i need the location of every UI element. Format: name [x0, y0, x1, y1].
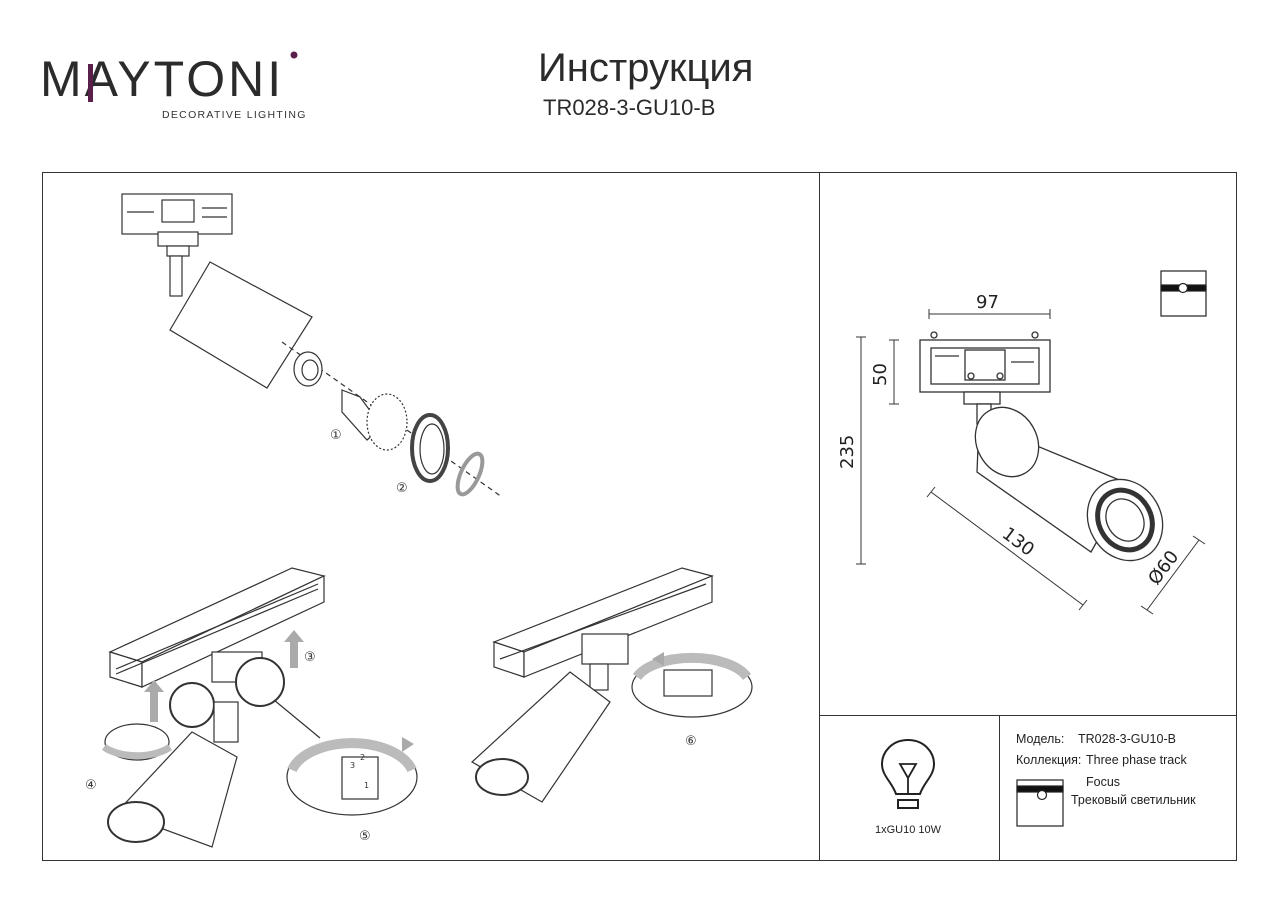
exploded-spotlight-drawing [121, 193, 503, 498]
dimension-lines [856, 309, 1206, 615]
collection-label: Коллекция: [1016, 753, 1082, 767]
track-mount-icon [1160, 270, 1207, 317]
model-value: TR028-3-GU10-B [1078, 732, 1176, 746]
collection-value: Three phase track [1086, 753, 1187, 767]
ring-mark-1: 1 [364, 781, 369, 790]
step-label-6: ⑥ [685, 734, 697, 749]
info-divider-vertical [999, 715, 1000, 861]
step-label-5: ⑤ [359, 829, 371, 844]
track-mounting-drawing-right [470, 567, 753, 803]
step-label-2: ② [396, 481, 408, 496]
spotlight-dimension-drawing [919, 331, 1164, 562]
track-mounting-drawing-left [101, 567, 418, 848]
page-title: Инструкция [538, 46, 754, 90]
step-label-3: ③ [304, 650, 316, 665]
series-name: Focus [1086, 775, 1121, 789]
product-type: Трековый светильник [1071, 793, 1196, 807]
panel-divider-horizontal [819, 715, 1237, 716]
ring-mark-3: 3 [350, 761, 355, 770]
step-label-1: ① [330, 428, 342, 443]
panel-divider-vertical [819, 172, 820, 861]
logo-wordmark: MAYTONI [40, 51, 285, 107]
logo-accent-mark [88, 51, 298, 102]
ring-markings: 3 2 1 [350, 753, 369, 790]
dimension-base-height: 50 [870, 363, 891, 386]
track-mount-icon [1016, 779, 1064, 827]
bulb-icon [880, 738, 936, 809]
step-labels: ① ② ③ ④ ⑤ ⑥ [85, 428, 697, 844]
dimension-total-height: 235 [837, 435, 858, 469]
logo-subtitle: DECORATIVE LIGHTING [162, 109, 307, 121]
step-label-4: ④ [85, 778, 97, 793]
assembly-panel: ① ② ③ ④ ⑤ ⑥ 3 2 1 [85, 193, 753, 848]
dimensions-panel: 97 50 235 130 Ø60 [837, 270, 1207, 615]
dimension-length: 130 [998, 523, 1038, 560]
ring-mark-2: 2 [360, 753, 365, 762]
lamp-spec: 1xGU10 10W [875, 824, 942, 836]
direction-arrows [144, 630, 664, 752]
model-label: Модель: [1016, 732, 1065, 746]
maytoni-logo: MAYTONI DECORATIVE LIGHTING [40, 50, 310, 122]
instruction-frame [42, 172, 1237, 861]
dimension-width: 97 [976, 292, 999, 313]
model-code: TR028-3-GU10-B [543, 95, 716, 120]
